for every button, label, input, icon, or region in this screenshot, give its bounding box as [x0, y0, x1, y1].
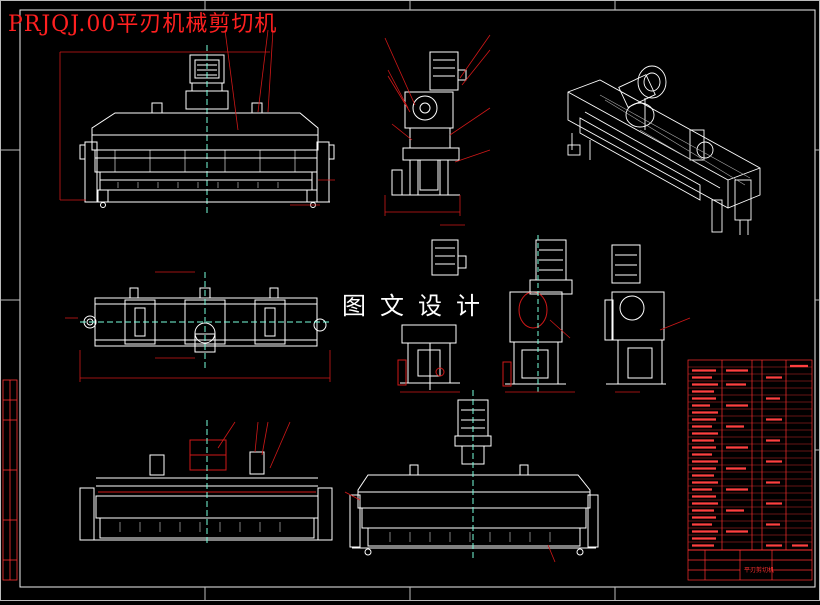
binding-strip: [2, 379, 18, 581]
assembly-leaders: [344, 491, 556, 563]
section-leaders: [400, 317, 691, 393]
front-view-dimensions: [59, 29, 335, 206]
section-view-c: [604, 244, 666, 385]
assembly-view: [349, 390, 599, 560]
drawing-title: PRJQJ.00平刃机械剪切机: [8, 12, 278, 37]
title-block-label: 平刃剪切机: [744, 567, 775, 574]
section-view-b: [502, 235, 573, 392]
bom-row-strokes: [692, 364, 808, 547]
side-view-dimensions: [384, 34, 491, 226]
inner-border: [19, 9, 816, 588]
detail-motor: [431, 239, 467, 276]
watermark-text: 图文设计: [342, 292, 494, 320]
plan-view: [80, 272, 330, 370]
front-view: [79, 45, 335, 215]
front-section-leaders: [217, 421, 291, 469]
section-view-a: [397, 324, 460, 390]
isometric-view: [567, 65, 761, 235]
front-section-view: [79, 420, 333, 545]
isometric-highlights: [599, 94, 751, 186]
side-view: [391, 51, 467, 196]
bill-of-materials: [687, 359, 813, 581]
plan-view-dimensions: [65, 271, 331, 382]
